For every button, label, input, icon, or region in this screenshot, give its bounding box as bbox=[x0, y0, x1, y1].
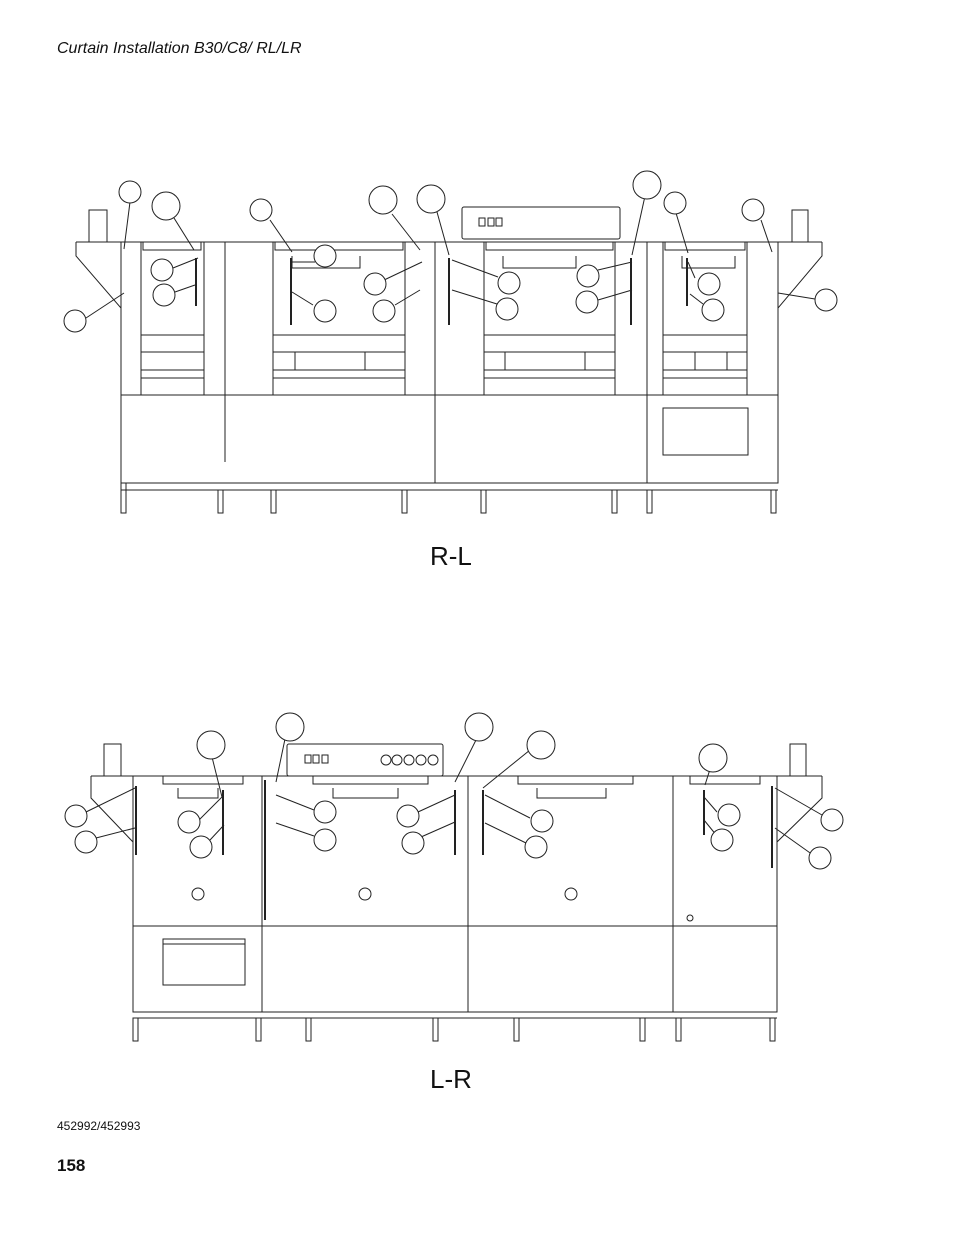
callout-balloons-lr bbox=[65, 713, 843, 869]
diagram-rl bbox=[0, 165, 954, 525]
control-panel bbox=[462, 207, 620, 239]
machine-drawing-rl bbox=[0, 165, 954, 525]
page-header-title: Curtain Installation B30/C8/ RL/LR bbox=[57, 40, 302, 57]
end-post-left bbox=[104, 744, 121, 776]
end-post-right bbox=[790, 744, 806, 776]
diagram-caption-rl: R-L bbox=[430, 541, 472, 571]
front-door bbox=[663, 408, 748, 455]
control-panel bbox=[287, 744, 443, 776]
end-post-right bbox=[792, 210, 808, 242]
legs-rl bbox=[121, 483, 776, 513]
document-code: 452992/452993 bbox=[57, 1119, 141, 1133]
legs-lr bbox=[133, 1018, 775, 1041]
front-door bbox=[163, 939, 245, 985]
callout-leaders-lr bbox=[86, 739, 822, 855]
diagram-lr bbox=[0, 705, 954, 1050]
end-post-left bbox=[89, 210, 107, 242]
machine-drawing-lr bbox=[0, 705, 954, 1050]
diagram-caption-lr: L-R bbox=[430, 1064, 472, 1094]
page-number: 158 bbox=[57, 1156, 86, 1175]
callout-balloons-rl bbox=[64, 171, 837, 332]
callout-leaders-rl bbox=[86, 196, 815, 318]
